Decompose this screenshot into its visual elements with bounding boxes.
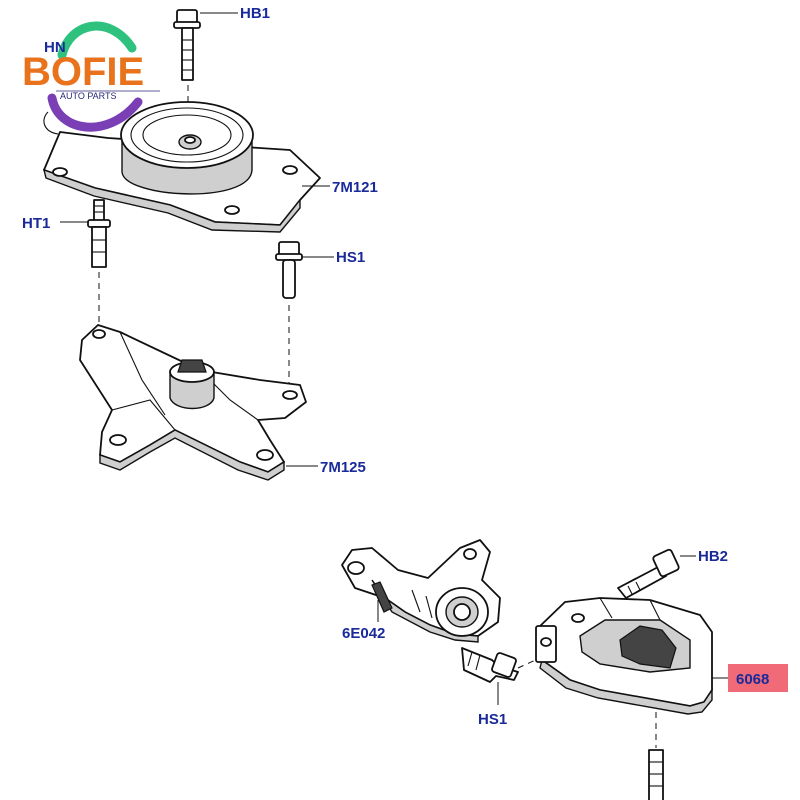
bolt-hb1 bbox=[173, 9, 201, 81]
torque-rod-6e042 bbox=[341, 539, 501, 643]
label-hn-partial: HN bbox=[44, 39, 66, 56]
engine-mount-6068 bbox=[535, 597, 713, 715]
label-hb1: HB1 bbox=[240, 5, 270, 22]
label-ht1: HT1 bbox=[22, 215, 50, 232]
logo-ring-purple bbox=[47, 93, 143, 132]
logo-brand-text: BOFIE bbox=[22, 50, 144, 94]
logo-tagline: AUTO PARTS bbox=[60, 91, 117, 101]
label-hb2: HB2 bbox=[698, 548, 728, 565]
bolt-hb2 bbox=[617, 548, 680, 599]
highlight-box-6068 bbox=[728, 664, 788, 692]
label-hs1-lower: HS1 bbox=[478, 711, 507, 728]
bolt-hs1-upper bbox=[275, 241, 303, 299]
brand-logo: BOFIE AUTO PARTS HN bbox=[22, 21, 160, 132]
bolt-hs1-lower bbox=[461, 647, 519, 683]
label-6068: 6068 bbox=[736, 671, 769, 688]
logo-ring-green bbox=[57, 21, 137, 60]
label-7m121: 7M121 bbox=[332, 179, 378, 196]
label-7m125: 7M125 bbox=[320, 459, 366, 476]
bracket-7m125 bbox=[79, 324, 307, 481]
stud-ht1 bbox=[87, 199, 111, 268]
label-6e042: 6E042 bbox=[342, 625, 385, 642]
label-hs1-upper: HS1 bbox=[336, 249, 365, 266]
stud-lower bbox=[648, 749, 664, 800]
engine-mount-7m121 bbox=[43, 101, 321, 233]
axis-hs1-lower bbox=[517, 657, 541, 669]
